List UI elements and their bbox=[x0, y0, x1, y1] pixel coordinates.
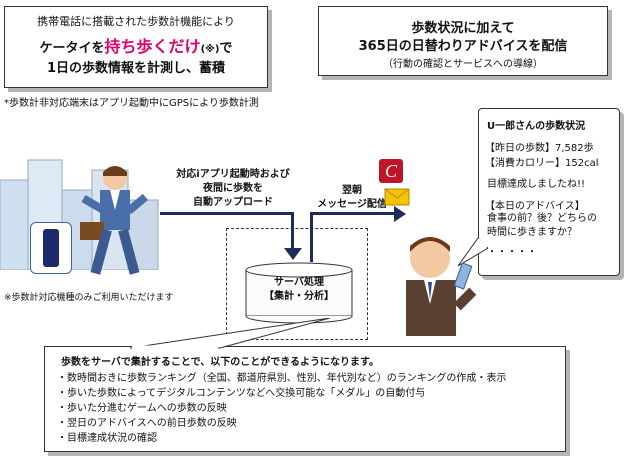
bubble-message: 目標達成しましたね!! bbox=[487, 179, 586, 190]
top-left-info-box: 携帯電話に搭載された歩数計機能により ケータイを持ち歩くだけ(※)で 1日の歩数… bbox=[4, 6, 268, 88]
bubble-row1: 【昨日の歩数】7,582歩 bbox=[485, 139, 594, 154]
deliver-arrow-horizontal bbox=[310, 212, 396, 215]
upload-arrow-horizontal bbox=[160, 212, 294, 215]
right-line2: 365日の日替わりアドバイスを配信 bbox=[358, 39, 568, 54]
deliver-arrow-vertical bbox=[310, 212, 313, 262]
deliver-label: 翌朝 メッセージ配信 bbox=[317, 185, 387, 210]
bottom-summary-box: 歩数をサーバで集計することで、以下のことができるようになります。 ・数時間おきに… bbox=[44, 346, 566, 452]
gps-footnote: *歩数計非対応端末はアプリ起動中にGPSにより歩数計測 bbox=[4, 98, 259, 109]
bubble-row2: 【消費カロリー】152cal bbox=[485, 154, 599, 169]
info-line2-prefix: ケータイを bbox=[39, 41, 105, 56]
summary-item-text: 翌日のアドバイスへの前日歩数の反映 bbox=[67, 418, 237, 429]
man-with-phone-illustration bbox=[406, 237, 477, 336]
deliver-arrowhead-icon bbox=[394, 206, 406, 222]
phone-icon bbox=[43, 229, 59, 267]
summary-item-text: 歩いた歩数によってデジタルコンテンツなどへ交換可能な「メダル」の自動付与 bbox=[67, 388, 426, 399]
brand-c-icon: C bbox=[379, 159, 403, 183]
summary-item: ・翌日のアドバイスへの前日歩数の反映 bbox=[57, 418, 237, 429]
bubble-tail bbox=[458, 238, 488, 267]
server-cylinder-icon bbox=[245, 262, 353, 324]
summary-item-text: 目標達成状況の確認 bbox=[67, 433, 157, 444]
info-line3: 1日の歩数情報を計測し、蓄積 bbox=[46, 61, 226, 76]
server-label: サーバ処理 【集計・分析】 bbox=[264, 277, 334, 302]
mail-envelope-icon bbox=[384, 188, 410, 206]
bubble-row1-label: 【昨日の歩数】 bbox=[485, 143, 555, 154]
bubble-advice-label: 【本日のアドバイス】 bbox=[485, 201, 585, 212]
user-note: ※歩数計対応機種のみご利用いただけます bbox=[4, 293, 174, 303]
info-line2-note: (※) bbox=[200, 44, 220, 55]
bubble-row2-label: 【消費カロリー】 bbox=[485, 158, 565, 169]
right-line1: 歩数状況に加えて bbox=[411, 21, 515, 36]
summary-item: ・歩いた分進むゲームへの歩数の反映 bbox=[57, 403, 227, 414]
bubble-row2-value: 152cal bbox=[565, 158, 599, 169]
info-line2-suffix: で bbox=[219, 41, 233, 56]
bubble-row1-value: 7,582歩 bbox=[555, 143, 594, 154]
summary-callout-tail bbox=[130, 318, 331, 349]
summary-item-text: 数時間おきに歩数ランキング（全国、都道府県別、性別、年代別など）のランキングの作… bbox=[67, 373, 507, 384]
walking-businessman-illustration bbox=[80, 166, 148, 275]
summary-item: ・歩いた歩数によってデジタルコンテンツなどへ交換可能な「メダル」の自動付与 bbox=[57, 388, 426, 399]
upload-arrowhead-icon bbox=[284, 248, 302, 260]
info-line1: 携帯電話に搭載された歩数計機能により bbox=[37, 15, 235, 28]
right-line3: （行動の確認とサービスへの導線） bbox=[383, 59, 543, 70]
upload-arrow-vertical bbox=[291, 212, 294, 252]
summary-intro: 歩数をサーバで集計することで、以下のことができるようになります。 bbox=[61, 357, 379, 368]
top-right-info-box: 歩数状況に加えて 365日の日替わりアドバイスを配信 （行動の確認とサービスへの… bbox=[318, 6, 608, 76]
summary-list: ・数時間おきに歩数ランキング（全国、都道府県別、性別、年代別など）のランキングの… bbox=[57, 371, 561, 446]
summary-item: ・数時間おきに歩数ランキング（全国、都道府県別、性別、年代別など）のランキングの… bbox=[57, 373, 507, 384]
upload-label: 対応iアプリ起動時および 夜間に歩数を 自動アップロード bbox=[176, 169, 290, 208]
bubble-dots: ・・・・・ bbox=[487, 247, 537, 258]
bubble-advice-text: 食事の前？後？どちらの 時間に歩きますか？ bbox=[487, 213, 597, 238]
summary-item: ・目標達成状況の確認 bbox=[57, 433, 157, 444]
server-region-dashed bbox=[226, 228, 368, 340]
info-line2: ケータイを持ち歩くだけ(※)で bbox=[5, 33, 267, 57]
bubble-title: U一郎さんの歩数状況 bbox=[487, 121, 586, 132]
phone-inset bbox=[30, 222, 72, 274]
info-line2-highlight: 持ち歩くだけ bbox=[104, 37, 201, 56]
status-speech-bubble: U一郎さんの歩数状況 【昨日の歩数】7,582歩 【消費カロリー】152cal … bbox=[478, 108, 620, 276]
svg-text:C: C bbox=[385, 161, 398, 181]
summary-item-text: 歩いた分進むゲームへの歩数の反映 bbox=[67, 403, 227, 414]
